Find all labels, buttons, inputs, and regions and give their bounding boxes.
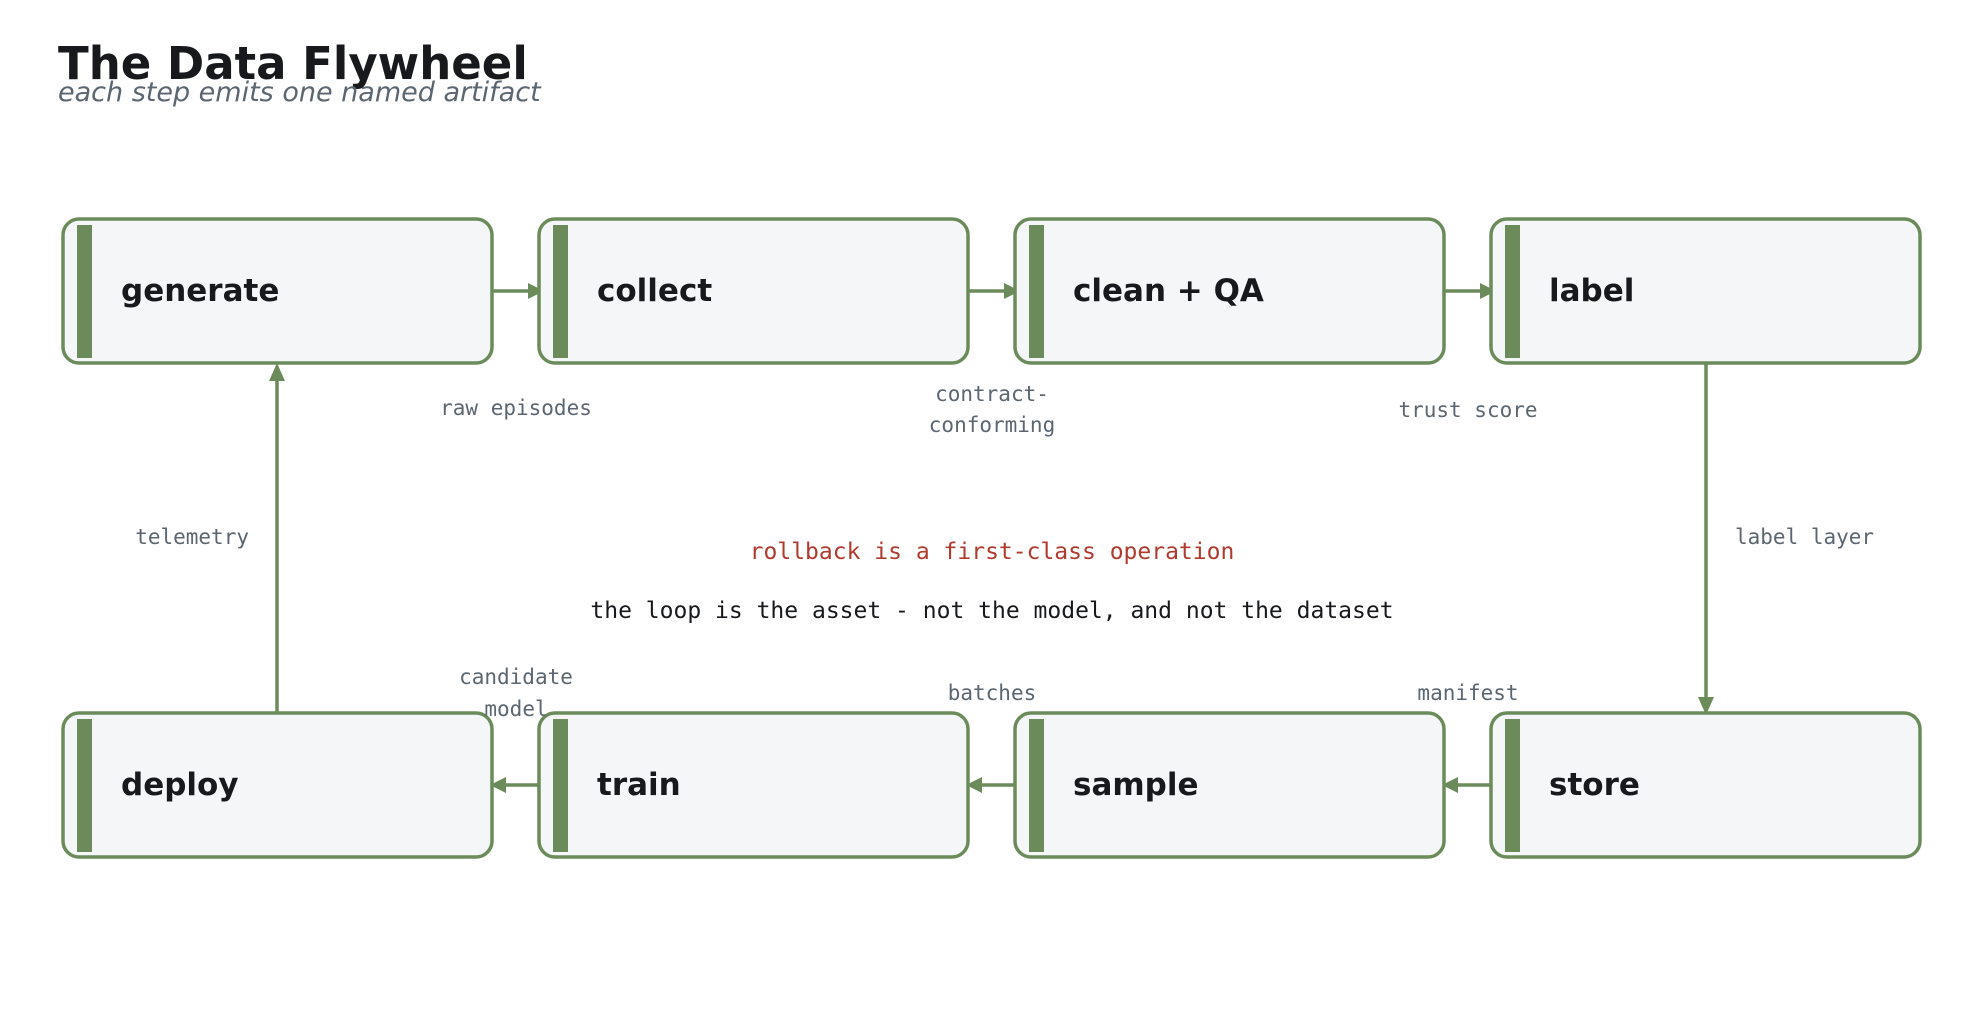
node-train[interactable]: train bbox=[537, 711, 970, 859]
node-sample-label: sample bbox=[1073, 767, 1199, 803]
node-generate[interactable]: generate bbox=[61, 217, 494, 365]
edge-generate-collect bbox=[492, 283, 544, 299]
node-clean-qa-box bbox=[1013, 217, 1446, 365]
node-sample-box bbox=[1013, 711, 1446, 859]
diagram-title: The Data Flywheel bbox=[58, 37, 528, 90]
center-alert-text: rollback is a first-class operation bbox=[750, 539, 1235, 565]
edge-clean-qa-label bbox=[1444, 283, 1496, 299]
node-generate-label: generate bbox=[121, 273, 279, 309]
edge-deploy-generate bbox=[269, 363, 285, 713]
edge-collect-clean-qa bbox=[968, 283, 1020, 299]
node-label[interactable]: label bbox=[1489, 217, 1922, 365]
edge-label-label-layer: label layer bbox=[1735, 525, 1874, 549]
node-collect-label: collect bbox=[597, 273, 712, 309]
node-label-box bbox=[1489, 217, 1922, 365]
edge-label-raw-episodes: raw episodes bbox=[440, 396, 592, 420]
node-store-accent-bar bbox=[1505, 719, 1520, 852]
node-train-box bbox=[537, 711, 970, 859]
edge-label-batches: batches bbox=[948, 681, 1037, 705]
node-train-label: train bbox=[597, 767, 681, 803]
edge-sample-train bbox=[966, 777, 1016, 793]
node-clean-qa-accent-bar bbox=[1029, 225, 1044, 358]
node-train-accent-bar bbox=[553, 719, 568, 852]
edge-store-sample bbox=[1442, 777, 1492, 793]
node-deploy[interactable]: deploy bbox=[61, 711, 494, 859]
node-generate-box bbox=[61, 217, 494, 365]
node-sample-accent-bar bbox=[1029, 719, 1044, 852]
node-generate-accent-bar bbox=[77, 225, 92, 358]
node-label-accent-bar bbox=[1505, 225, 1520, 358]
node-store[interactable]: store bbox=[1489, 711, 1922, 859]
node-clean-qa[interactable]: clean + QA bbox=[1013, 217, 1446, 365]
node-collect-accent-bar bbox=[553, 225, 568, 358]
node-deploy-accent-bar bbox=[77, 719, 92, 852]
center-note-text: the loop is the asset - not the model, a… bbox=[590, 598, 1393, 624]
node-collect[interactable]: collect bbox=[537, 217, 970, 365]
edge-label-manifest: manifest bbox=[1417, 681, 1518, 705]
node-deploy-box bbox=[61, 711, 494, 859]
edge-label-trust-score: trust score bbox=[1398, 398, 1537, 422]
node-label-label: label bbox=[1549, 273, 1634, 309]
node-collect-box bbox=[537, 217, 970, 365]
edge-train-deploy bbox=[490, 777, 540, 793]
diagram-subtitle: each step emits one named artifact bbox=[58, 77, 541, 108]
node-deploy-label: deploy bbox=[121, 767, 239, 803]
edge-label-contract-conforming-line2: conforming bbox=[929, 413, 1055, 437]
edge-label-store bbox=[1698, 363, 1714, 715]
node-store-box bbox=[1489, 711, 1922, 859]
edge-label-candidate-model-line2: model bbox=[484, 697, 547, 721]
node-clean-qa-label: clean + QA bbox=[1073, 273, 1264, 309]
edge-label-contract-conforming-line1: contract- bbox=[935, 382, 1049, 406]
node-store-label: store bbox=[1549, 767, 1640, 803]
edge-label-candidate-model-line1: candidate bbox=[459, 665, 573, 689]
node-sample[interactable]: sample bbox=[1013, 711, 1446, 859]
edge-label-telemetry: telemetry bbox=[135, 525, 249, 549]
